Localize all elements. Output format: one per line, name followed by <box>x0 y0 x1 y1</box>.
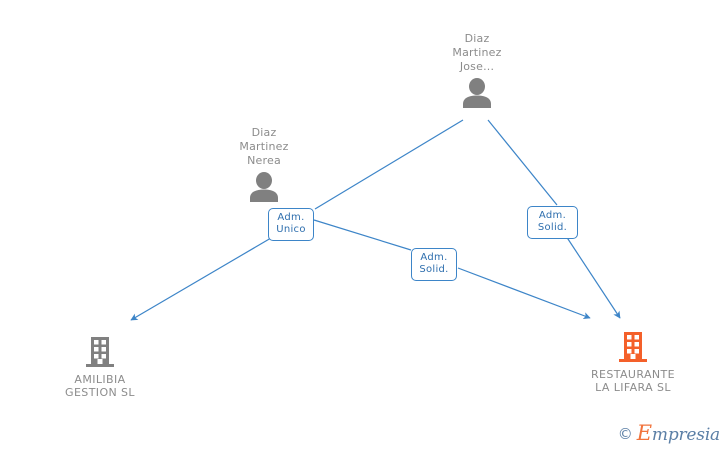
person-label-diaz-martinez-jose: Diaz Martinez Jose... <box>452 32 502 73</box>
edge-adm-unico-to-adm-solid-middle <box>313 219 412 251</box>
edge-adm-unico-to-amilibia <box>130 237 272 321</box>
watermark-brand-initial: E <box>636 421 652 445</box>
copyright-icon: © <box>617 425 633 443</box>
watermark-brand-rest: mpresia <box>651 425 720 445</box>
relation-label-adm-solid-middle[interactable]: Adm. Solid. <box>411 248 457 281</box>
person-label-diaz-martinez-nerea: Diaz Martinez Nerea <box>239 126 289 167</box>
relation-label-adm-solid-right[interactable]: Adm. Solid. <box>527 206 578 239</box>
company-node-amilibia-gestion-sl[interactable]: AMILIBIA GESTION SL <box>25 336 175 399</box>
edge-adm-solid-right-to-restaurante <box>565 235 621 319</box>
person-icon <box>250 172 278 202</box>
person-node-diaz-martinez-jose[interactable]: Diaz Martinez Jose... <box>402 32 552 108</box>
company-label-amilibia-gestion-sl: AMILIBIA GESTION SL <box>65 373 135 399</box>
edge-jose-to-adm-solid-right <box>487 119 558 206</box>
person-node-diaz-martinez-nerea[interactable]: Diaz Martinez Nerea <box>189 126 339 202</box>
company-label-restaurante-la-lifara-sl: RESTAURANTE LA LIFARA SL <box>590 368 676 394</box>
relation-label-adm-unico[interactable]: Adm. Unico <box>268 208 314 241</box>
company-node-restaurante-la-lifara-sl[interactable]: RESTAURANTE LA LIFARA SL <box>558 331 708 394</box>
building-icon <box>86 337 114 367</box>
watermark-brand: Empresia <box>637 423 720 445</box>
building-icon <box>619 332 647 362</box>
edge-adm-solid-middle-to-restaurante <box>457 267 591 320</box>
watermark-empresia: © Empresia <box>617 423 720 445</box>
person-icon <box>463 78 491 108</box>
